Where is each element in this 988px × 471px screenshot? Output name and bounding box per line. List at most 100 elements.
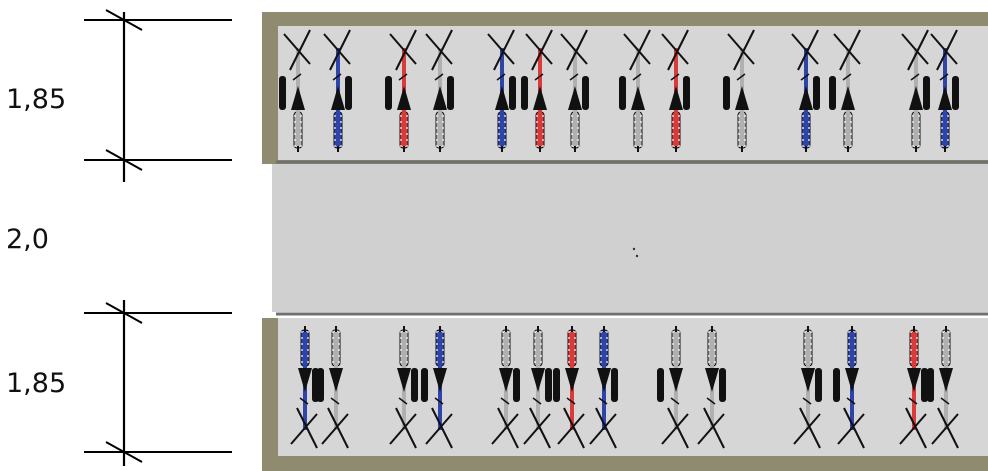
bicycle-seat [495,86,509,110]
bicycle-seat [397,86,411,110]
bicycle-pedal [521,76,528,110]
bicycle-crank [632,73,642,81]
bicycle-handlebar [493,29,515,71]
bicycle-icon [323,29,352,152]
dimension-chain: 1,85 2,0 1,85 [6,9,232,466]
bicycle-handlebar [531,29,553,71]
bicycle-seat [845,368,859,392]
bicycle-seat [531,368,545,392]
bottom-row-bikes [290,326,959,449]
bicycle-crank [670,397,680,405]
bicycle-icon [791,29,820,152]
bicycle-seat [938,86,952,110]
center-mark [635,254,639,258]
bicycle-icon [697,326,726,449]
bicycle-crank [598,397,608,405]
center-mark [632,247,636,251]
bicycle-handlebar [791,33,819,65]
bicycle-seat [597,368,611,392]
bicycle-icon [723,29,755,152]
bicycle-crank [299,397,309,405]
bicycle-seat [841,86,855,110]
bicycle-crank [910,73,920,81]
bicycle-crank [802,397,812,405]
bicycle-handlebar [327,407,349,449]
bicycle-handlebar [937,407,959,449]
bicycle-handlebar [797,29,819,71]
bicycle-handlebar [930,33,958,65]
bicycle-crank [940,397,950,405]
bicycle-handlebar [623,33,651,65]
bicycle-pedal [582,76,589,110]
bicycle-icon [279,29,311,152]
bicycle-crank [398,397,408,405]
bicycle-icon [930,29,959,152]
bicycle-icon [491,326,520,449]
bicycle-icon [657,326,689,449]
bicycle-handlebar [323,33,351,65]
bicycle-handlebar [905,407,927,449]
aisle [272,164,988,312]
dimension-label-top-row: 1,85 [6,84,66,115]
bicycle-handlebar [389,33,417,65]
bicycle-handlebar [289,29,311,71]
bicycle-handlebar [733,29,755,71]
bicycle-handlebar [425,33,453,65]
bicycle-handlebar [487,33,515,65]
bicycle-handlebar [703,407,725,449]
dimension-label-bottom-row: 1,85 [6,368,66,399]
bottom-row-floor [278,318,988,456]
bicycle-crank [332,73,342,81]
bicycle-pedal [657,368,664,402]
bicycle-crank [496,73,506,81]
bicycle-crank [534,73,544,81]
bicycle-icon [389,326,418,449]
bicycle-seat [799,86,813,110]
bicycle-seat [298,368,312,392]
bicycle-handlebar [901,33,929,65]
bicycle-handlebar [936,29,958,71]
bicycle-crank [670,73,680,81]
bicycle-crank [292,73,302,81]
bicycle-pedal [952,76,959,110]
bicycle-handlebar [589,413,617,445]
bicycle-crank [736,73,746,81]
bicycle-crank [939,73,949,81]
bicycle-seat [907,368,921,392]
bicycle-seat [433,86,447,110]
bicycle-handlebar [697,413,725,445]
bicycle-icon [560,29,589,152]
bicycle-handlebar [899,413,927,445]
bicycle-pedal [619,76,626,110]
bicycle-icon [661,29,690,152]
bicycle-pedal [611,368,618,402]
bicycle-handlebar [431,407,453,449]
bicycle-handlebar [525,33,553,65]
bicycle-seat [909,86,923,110]
bicycle-pedal [509,76,516,110]
bicycle-handlebar [931,413,959,445]
bicycle-icon [833,326,865,449]
bicycle-handlebar [431,29,453,71]
bicycle-handlebar [907,29,929,71]
bicycle-seat [801,368,815,392]
bicycle-handlebar [560,33,588,65]
bicycle-icon [385,29,417,152]
bicycle-crank [532,397,542,405]
bicycle-crank [908,397,918,405]
bicycle-handlebar [296,407,318,449]
bicycle-pedal [421,368,428,402]
bicycle-handlebar [667,29,689,71]
bicycle-seat [669,368,683,392]
bicycle-handlebar [557,413,585,445]
dimension-label-aisle: 2,0 [6,224,49,255]
bicycle-handlebar [425,413,453,445]
bicycle-pedal [279,76,286,110]
bicycle-handlebar [833,33,861,65]
bicycle-pedal [815,368,822,402]
bicycle-pedal [927,368,934,402]
bicycle-crank [398,73,408,81]
bicycle-handlebar [321,413,349,445]
bicycle-pedal [813,76,820,110]
bicycle-handlebar [661,33,689,65]
